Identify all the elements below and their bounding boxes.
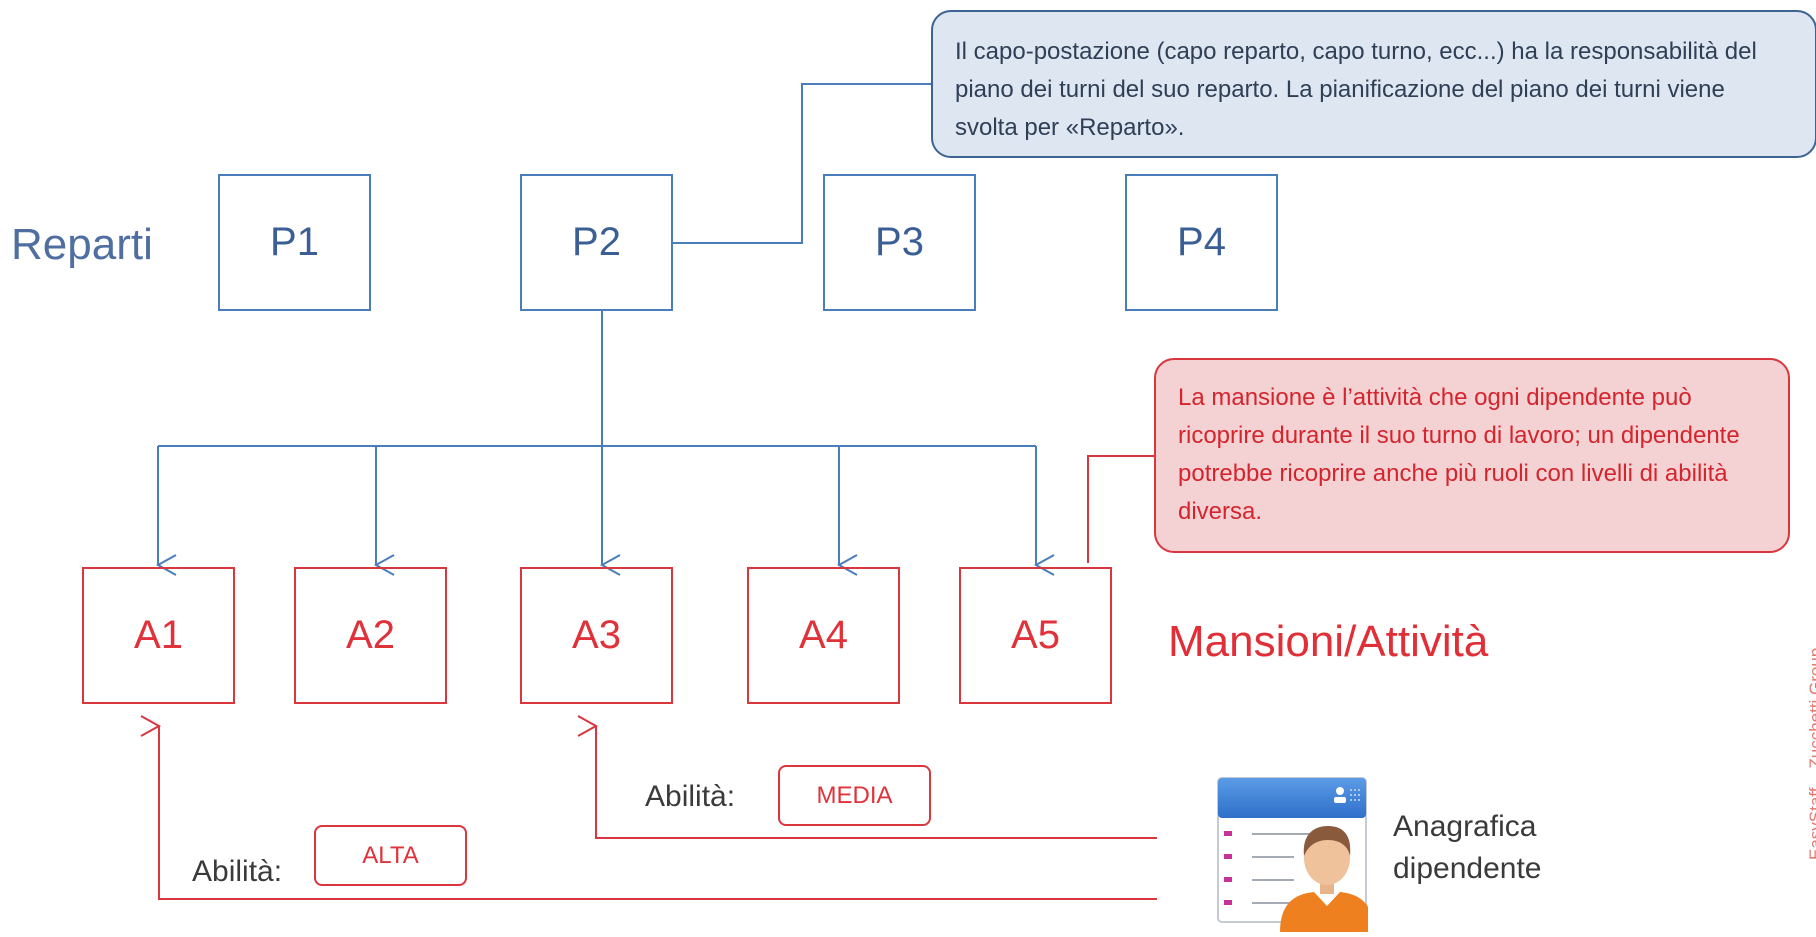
- tasks-section-label: Mansioni/Attività: [1168, 617, 1489, 666]
- employee-record-icon: [1216, 776, 1374, 932]
- employee-to-a3-line: [577, 715, 1157, 839]
- ability-label-alta: Abilità:: [192, 855, 283, 888]
- ability-level-badge-alta: ALTA: [314, 825, 467, 886]
- footer-brand-text: EasyStaff – Zucchetti Group: [1806, 647, 1816, 860]
- task-box-a3: A3: [520, 567, 673, 704]
- department-box-p3: P3: [823, 174, 976, 311]
- task-box-a1: A1: [82, 567, 235, 704]
- departments-section-label: Reparti: [11, 220, 153, 269]
- department-box-p1: P1: [218, 174, 371, 311]
- task-box-a4: A4: [747, 567, 900, 704]
- employee-label-line1: Anagrafica: [1393, 810, 1537, 843]
- task-callout: La mansione è l’attività che ogni dipend…: [1154, 358, 1790, 553]
- task-box-a5: A5: [959, 567, 1112, 704]
- p2-callout-connector: [672, 83, 933, 244]
- employee-label-line2: dipendente: [1393, 852, 1542, 885]
- department-callout: Il capo-postazione (capo reparto, capo t…: [931, 10, 1816, 158]
- ability-level-badge-media: MEDIA: [778, 765, 931, 826]
- a5-callout-connector: [1087, 455, 1155, 563]
- task-box-a2: A2: [294, 567, 447, 704]
- employee-to-a1-line: [140, 715, 1157, 900]
- ability-label-media: Abilità:: [645, 780, 736, 813]
- department-box-p2: P2: [520, 174, 673, 311]
- department-box-p4: P4: [1125, 174, 1278, 311]
